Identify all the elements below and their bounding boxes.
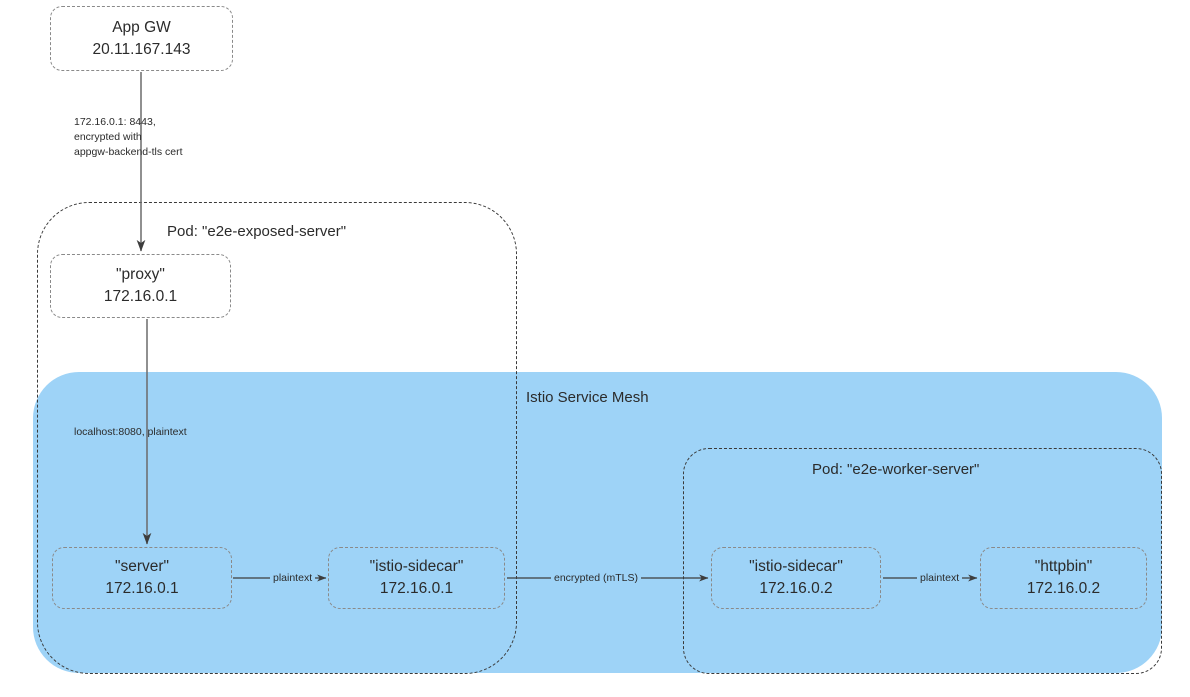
node-istio-sidecar-exposed[interactable]: "istio-sidecar" 172.16.0.1 bbox=[328, 547, 505, 609]
pod-e2e-exposed-server-label: Pod: "e2e-exposed-server" bbox=[167, 223, 347, 240]
node-istio-sidecar-worker[interactable]: "istio-sidecar" 172.16.0.2 bbox=[711, 547, 881, 609]
edge-label-proxy-to-server: localhost:8080, plaintext bbox=[74, 426, 187, 438]
node-proxy-address: 172.16.0.1 bbox=[103, 288, 178, 305]
edge-label-server-to-sidecar1: plaintext bbox=[270, 571, 316, 586]
node-server-address: 172.16.0.1 bbox=[105, 580, 179, 597]
edge-label-appgw-line3: appgw-backend-tls cert bbox=[74, 145, 183, 158]
pod-e2e-worker-server-label: Pod: "e2e-worker-server" bbox=[812, 461, 980, 478]
istio-service-mesh-label: Istio Service Mesh bbox=[526, 389, 649, 406]
node-istio-sidecar-exposed-name: "istio-sidecar" bbox=[369, 558, 464, 575]
node-httpbin[interactable]: "httpbin" 172.16.0.2 bbox=[980, 547, 1147, 609]
node-proxy[interactable]: "proxy" 172.16.0.1 bbox=[50, 254, 231, 318]
istio-service-mesh-region bbox=[33, 372, 1162, 673]
edge-label-appgw-line2: encrypted with bbox=[74, 130, 142, 143]
pod-e2e-worker-server bbox=[683, 448, 1162, 674]
node-httpbin-name: "httpbin" bbox=[1034, 558, 1093, 575]
edge-label-appgw-to-proxy: 172.16.0.1: 8443, encrypted with appgw-b… bbox=[74, 115, 183, 160]
node-app-gateway-address: 20.11.167.143 bbox=[92, 40, 191, 58]
node-istio-sidecar-exposed-address: 172.16.0.1 bbox=[379, 580, 454, 597]
node-server-name: "server" bbox=[114, 558, 170, 575]
edge-label-appgw-line1: 172.16.0.1: 8443, bbox=[74, 116, 156, 128]
pod-e2e-exposed-server bbox=[37, 202, 517, 674]
node-server[interactable]: "server" 172.16.0.1 bbox=[52, 547, 232, 609]
node-istio-sidecar-worker-name: "istio-sidecar" bbox=[749, 558, 843, 575]
node-httpbin-address: 172.16.0.2 bbox=[1026, 580, 1101, 597]
edge-label-sidecar2-to-httpbin: plaintext bbox=[917, 571, 963, 586]
edge-label-sidecar1-to-sidecar2: encrypted (mTLS) bbox=[551, 571, 642, 586]
node-istio-sidecar-worker-address: 172.16.0.2 bbox=[759, 580, 833, 597]
node-app-gateway[interactable]: App GW 20.11.167.143 bbox=[50, 6, 233, 71]
node-app-gateway-name: App GW bbox=[112, 18, 171, 36]
node-proxy-name: "proxy" bbox=[116, 266, 165, 283]
